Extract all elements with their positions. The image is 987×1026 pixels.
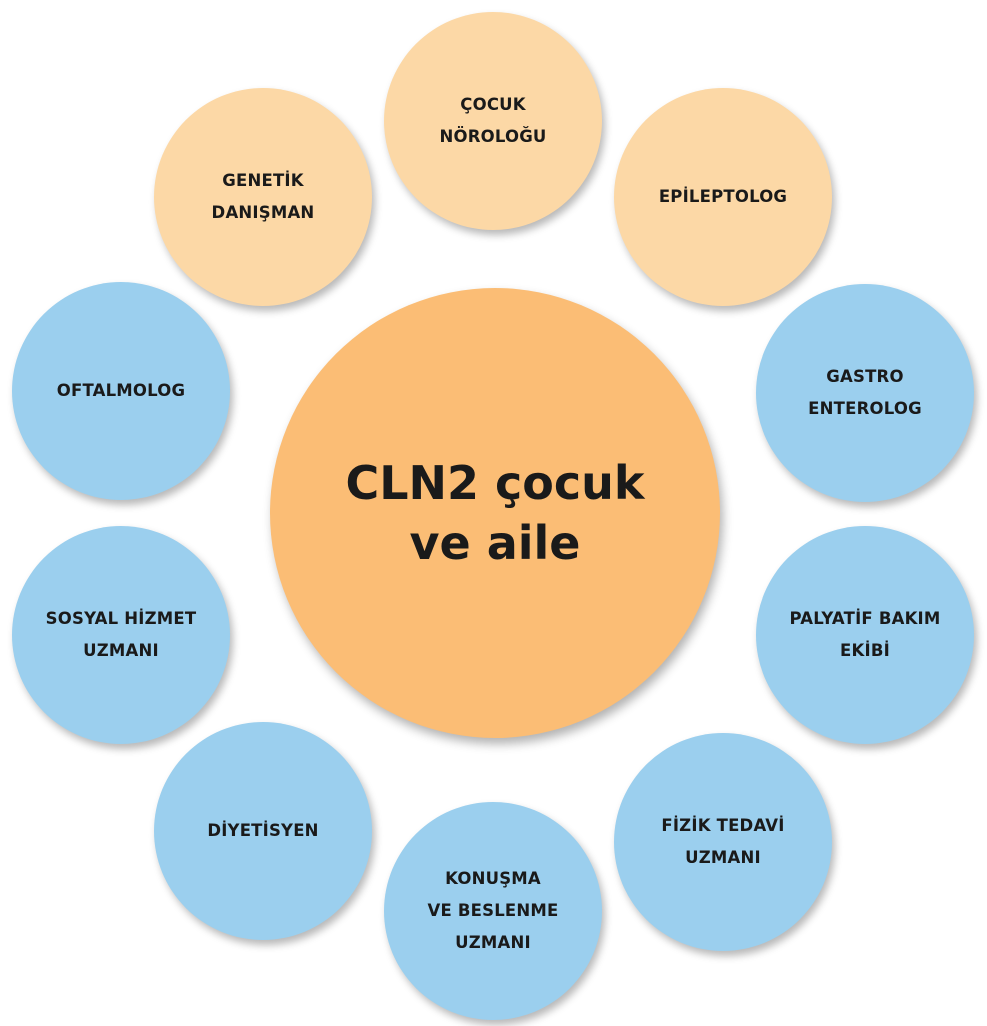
node-sosyal-hizmet-uzmani: SOSYAL HİZMET UZMANI	[12, 526, 230, 744]
node-palyatif-bakim-ekibi: PALYATİF BAKIM EKİBİ	[756, 526, 974, 744]
center-circle: CLN2 çocuk ve aile	[270, 288, 720, 738]
node-label: PALYATİF BAKIM EKİBİ	[789, 609, 941, 660]
node-gastro-enterolog: GASTRO ENTEROLOG	[756, 284, 974, 502]
node-fizik-tedavi-uzmani: FİZİK TEDAVİ UZMANI	[614, 733, 832, 951]
node-cocuk-norologu: ÇOCUK NÖROLOĞU	[384, 12, 602, 230]
node-label: DİYETİSYEN	[207, 821, 319, 840]
node-label: GENETİK DANIŞMAN	[211, 171, 315, 222]
node-label: KONUŞMA VE BESLENME UZMANI	[427, 869, 559, 952]
node-label: FİZİK TEDAVİ UZMANI	[661, 816, 785, 867]
node-label: SOSYAL HİZMET UZMANI	[45, 609, 197, 660]
node-genetik-danisman: GENETİK DANIŞMAN	[154, 88, 372, 306]
center-label: CLN2 çocuk ve aile	[345, 456, 645, 570]
node-label: EPİLEPTOLOG	[658, 187, 788, 206]
node-label: OFTALMOLOG	[56, 381, 186, 400]
node-label: ÇOCUK NÖROLOĞU	[439, 95, 547, 146]
node-diyetisyen: DİYETİSYEN	[154, 722, 372, 940]
node-oftalmolog: OFTALMOLOG	[12, 282, 230, 500]
node-konusma-ve-beslenme-uzmani: KONUŞMA VE BESLENME UZMANI	[384, 802, 602, 1020]
node-epileptolog: EPİLEPTOLOG	[614, 88, 832, 306]
node-label: GASTRO ENTEROLOG	[808, 367, 922, 418]
